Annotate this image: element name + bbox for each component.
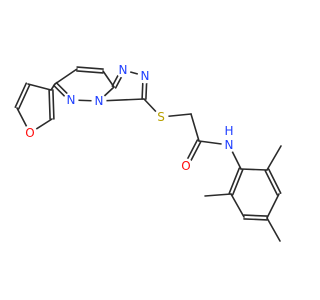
atom-n-amide: N	[221, 137, 237, 153]
atom-n-bridge: N	[91, 93, 107, 109]
atom-o-carbonyl: O	[178, 158, 194, 174]
single-bond	[102, 70, 115, 88]
atom-label-o-carbonyl: O	[181, 159, 190, 173]
atom-label-n-triazole-2: N	[141, 69, 150, 83]
atom-label-o-furan: O	[25, 126, 34, 140]
single-bond	[240, 168, 268, 171]
double-bond-line	[231, 168, 244, 196]
single-bond	[190, 113, 200, 142]
atom-o-furan: O	[22, 125, 38, 141]
double-bond-line	[48, 89, 51, 120]
double-bond-line	[267, 168, 282, 194]
single-bond	[98, 98, 145, 102]
single-bond	[27, 83, 52, 91]
atom-label-background	[91, 93, 107, 109]
atom-label-n-amide: N	[225, 138, 234, 152]
double-bond-line	[243, 218, 268, 221]
atom-n-triazole-2: N	[137, 68, 153, 84]
atom-label-background	[178, 158, 194, 174]
single-bond	[54, 68, 78, 85]
single-bond	[266, 145, 282, 171]
atom-s-thioether: S	[153, 109, 169, 125]
atom-label-s-thioether: S	[157, 110, 165, 124]
bond-layer	[14, 66, 282, 242]
double-bond-line	[264, 170, 279, 196]
single-bond	[204, 193, 232, 197]
atom-label-background	[22, 125, 38, 141]
double-bond-line	[76, 70, 104, 74]
atom-n-pyridazine-1: N	[63, 92, 79, 108]
atom-label-n-triazole-1: N	[119, 63, 128, 77]
atom-label-background	[63, 92, 79, 108]
atom-label-background	[221, 137, 237, 153]
single-bond	[266, 217, 281, 242]
double-bond-line	[52, 89, 55, 120]
atom-label-background	[137, 68, 153, 84]
atom-label-background	[115, 62, 131, 78]
atom-label-background	[153, 109, 169, 125]
double-bond-line	[228, 167, 241, 195]
atom-h-amide: H	[224, 124, 233, 138]
atom-label-n-bridge: N	[95, 94, 104, 108]
single-bond	[230, 193, 245, 218]
double-bond-line	[76, 66, 104, 70]
double-bond-line	[243, 214, 268, 217]
atom-label-n-pyridazine-1: N	[67, 93, 76, 107]
double-bond-line	[14, 82, 28, 109]
atom-n-triazole-1: N	[115, 62, 131, 78]
double-bond-line	[17, 83, 31, 110]
single-bond	[266, 193, 280, 219]
atom-label-h-amide: H	[224, 124, 233, 138]
